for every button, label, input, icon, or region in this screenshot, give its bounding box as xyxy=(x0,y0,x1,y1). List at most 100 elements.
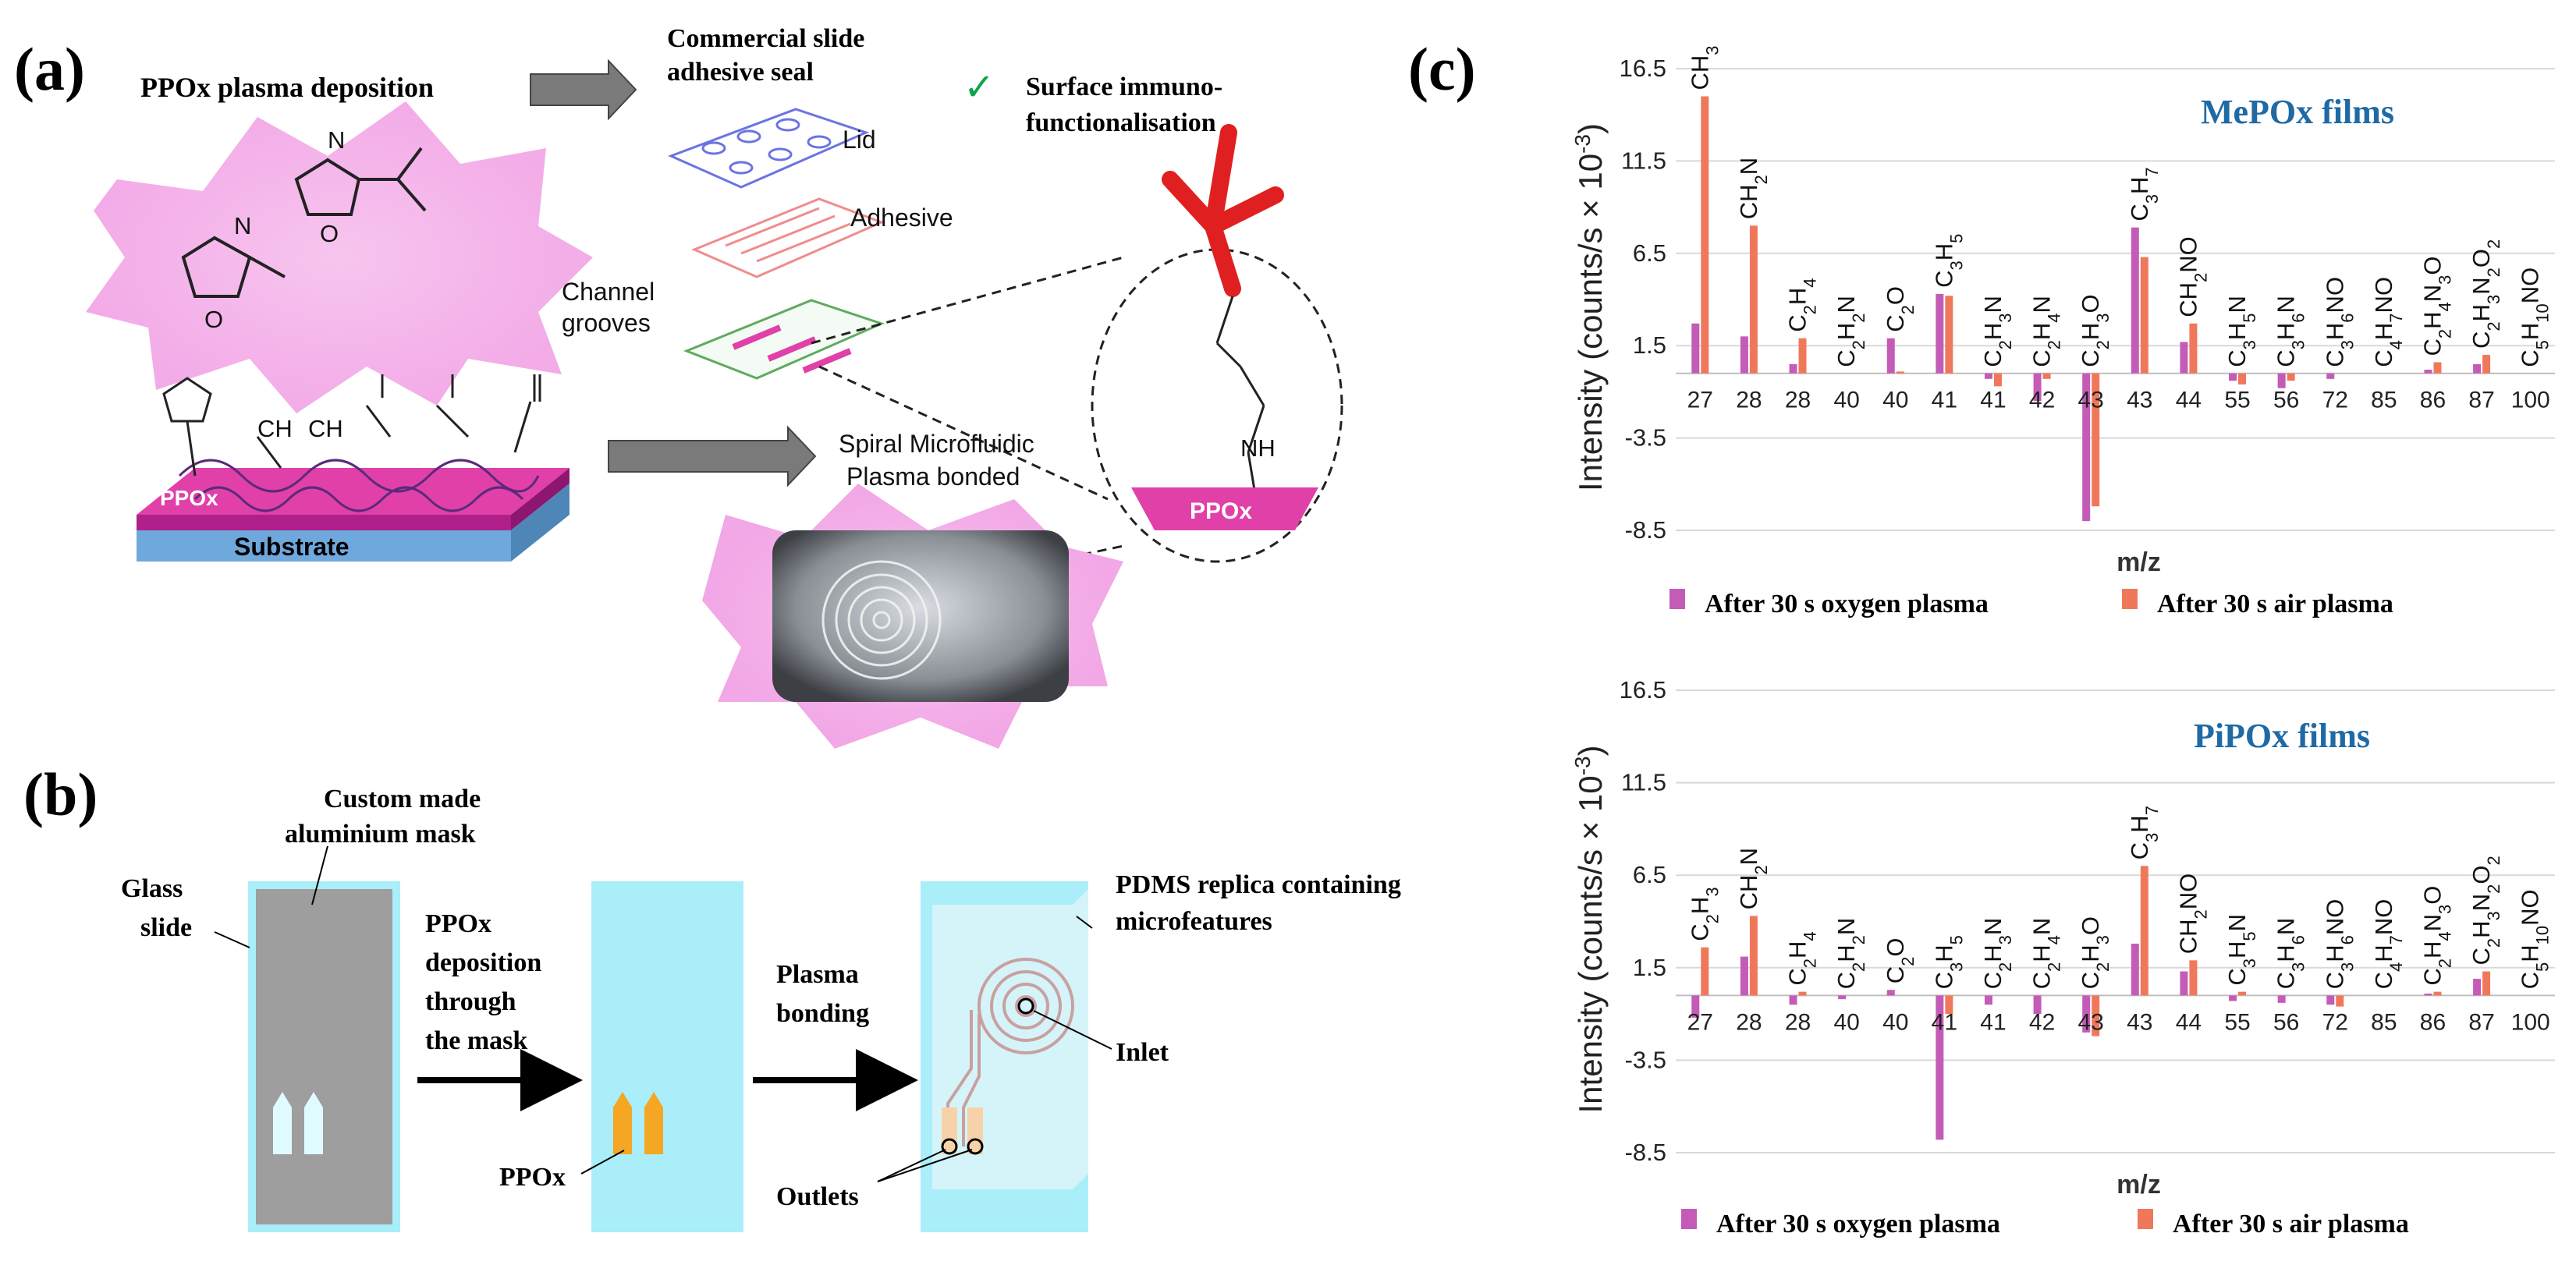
legend-label-air: After 30 s air plasma xyxy=(2173,1210,2409,1238)
panel-b-label: (b) xyxy=(23,760,98,828)
ppox-layer-side xyxy=(511,468,569,530)
ring-o-1: O xyxy=(320,220,339,247)
x-tick-label: 28 xyxy=(1736,388,1762,413)
panel-a: (a) PPOx plasma deposition N O N O xyxy=(14,24,1343,749)
bar-air xyxy=(1701,96,1709,374)
lid-label: Lid xyxy=(843,126,876,154)
y-tick-label: -3.5 xyxy=(1625,1046,1666,1073)
bar-air xyxy=(1798,338,1807,374)
x-tick-label: 87 xyxy=(2468,388,2494,413)
panel-b: (b) Custom made aluminium mask Glass sli… xyxy=(23,760,1401,1232)
spiral-label-line2: Plasma bonded xyxy=(846,462,1020,491)
fragment-label: C2H2N xyxy=(1833,296,1868,367)
y-tick-label: 16.5 xyxy=(1620,55,1666,82)
arrow-to-seal xyxy=(530,58,637,121)
bar-oxygen xyxy=(2473,979,2482,996)
fragment-label: C2O xyxy=(1882,286,1918,332)
monomer-molecule-1: N O xyxy=(294,126,427,247)
bar-oxygen xyxy=(1936,995,1944,1140)
legend-swatch-oxygen xyxy=(1681,1209,1697,1229)
glass-pointer xyxy=(214,931,250,948)
bar-air xyxy=(2433,991,2442,996)
step1-line1: PPOx xyxy=(425,909,491,938)
bar-oxygen xyxy=(2326,373,2335,379)
glass-slide-2 xyxy=(591,881,743,1232)
y-axis-label: Intensity (counts/s × 10-3) xyxy=(1570,123,1609,491)
spiral-label-line1: Spiral Microfluidic xyxy=(839,430,1034,458)
chem-ch2: CH xyxy=(257,415,293,442)
bar-oxygen xyxy=(2033,995,2042,1015)
bar-oxygen xyxy=(1789,363,1797,374)
fragment-label: C2H3N2O2 xyxy=(2468,239,2503,349)
outlet-pointer-1 xyxy=(877,1149,946,1182)
x-tick-label: 44 xyxy=(2176,1009,2202,1035)
y-tick-label: 6.5 xyxy=(1633,861,1666,888)
fragment-label: C3H7 xyxy=(2126,806,2162,859)
mask-pointer xyxy=(311,845,328,905)
chart-title: MePOx films xyxy=(2201,93,2394,131)
x-tick-label: 40 xyxy=(1833,1009,1859,1035)
mask-label-line1: Custom made xyxy=(324,785,481,813)
check-icon: ✓ xyxy=(963,66,995,109)
ring-n-2: N xyxy=(234,212,251,239)
x-tick-label: 43 xyxy=(2078,1009,2104,1035)
bar-oxygen xyxy=(1984,373,1992,379)
bar-air xyxy=(1701,947,1709,996)
y-tick-label: 1.5 xyxy=(1633,954,1666,981)
ring-o-2: O xyxy=(204,306,223,333)
inlet-icon xyxy=(1017,997,1034,1015)
x-axis-label: m/z xyxy=(2117,1170,2161,1199)
substrate-side xyxy=(511,484,569,562)
x-tick-label: 28 xyxy=(1736,1009,1762,1035)
x-tick-label: 41 xyxy=(1932,388,1957,413)
bar-oxygen xyxy=(2082,373,2091,522)
x-tick-label: 56 xyxy=(2273,388,2299,413)
x-tick-label: 28 xyxy=(1785,388,1811,413)
bar-air xyxy=(2092,373,2100,507)
fragment-label: CH2N xyxy=(1735,848,1771,909)
ppox-badge-label: PPOx xyxy=(1190,498,1252,524)
x-tick-label: 40 xyxy=(1833,388,1859,413)
fragment-label: C2H3N xyxy=(1979,918,2015,990)
fragment-label: C4H7NO xyxy=(2370,277,2406,367)
fragment-label: CH2NO xyxy=(2174,873,2210,955)
bar-oxygen xyxy=(2180,342,2188,374)
fragment-label: C2H3N xyxy=(1979,296,2015,367)
fragment-label: C3H6NO xyxy=(2321,899,2357,990)
bar-oxygen xyxy=(2131,943,2139,996)
bar-air xyxy=(2336,995,2344,1007)
fragment-label: C2H2N xyxy=(1833,918,1868,990)
bar-oxygen xyxy=(2033,373,2042,402)
bar-air xyxy=(2433,362,2442,374)
y-tick-label: 6.5 xyxy=(1633,239,1666,267)
panel-a-label: (a) xyxy=(14,35,85,103)
x-tick-label: 56 xyxy=(2273,1009,2299,1035)
fragment-label: C2H4N xyxy=(2028,296,2064,367)
outlet-1-icon xyxy=(941,1138,958,1155)
x-tick-label: 55 xyxy=(2224,1009,2250,1035)
x-tick-label: 43 xyxy=(2078,388,2104,413)
step1-line4: the mask xyxy=(425,1026,527,1055)
pdms-label-line2: microfeatures xyxy=(1116,907,1272,936)
pdms-spiral-icon xyxy=(946,958,1074,1146)
y-tick-label: -3.5 xyxy=(1625,424,1666,452)
fragment-label: C4H7NO xyxy=(2370,899,2406,990)
pdms-pointer xyxy=(1076,916,1093,929)
x-tick-label: 42 xyxy=(2029,1009,2055,1035)
bar-air xyxy=(2092,995,2100,1036)
bar-air xyxy=(1798,991,1807,996)
fragment-label: C2H3 xyxy=(1686,887,1722,941)
inlet-pointer xyxy=(1033,1010,1112,1050)
step2-line1: Plasma xyxy=(776,960,859,989)
y-tick-label: 11.5 xyxy=(1621,769,1666,796)
x-tick-label: 40 xyxy=(1882,1009,1908,1035)
substrate-label: Substrate xyxy=(234,533,349,561)
bar-oxygen xyxy=(2424,994,2432,996)
chem-ch3: CH xyxy=(308,415,343,442)
glass-label-line1: Glass xyxy=(121,874,183,903)
bar-oxygen xyxy=(1691,323,1700,374)
x-axis-label: m/z xyxy=(2117,547,2161,577)
x-tick-label: 86 xyxy=(2420,388,2446,413)
